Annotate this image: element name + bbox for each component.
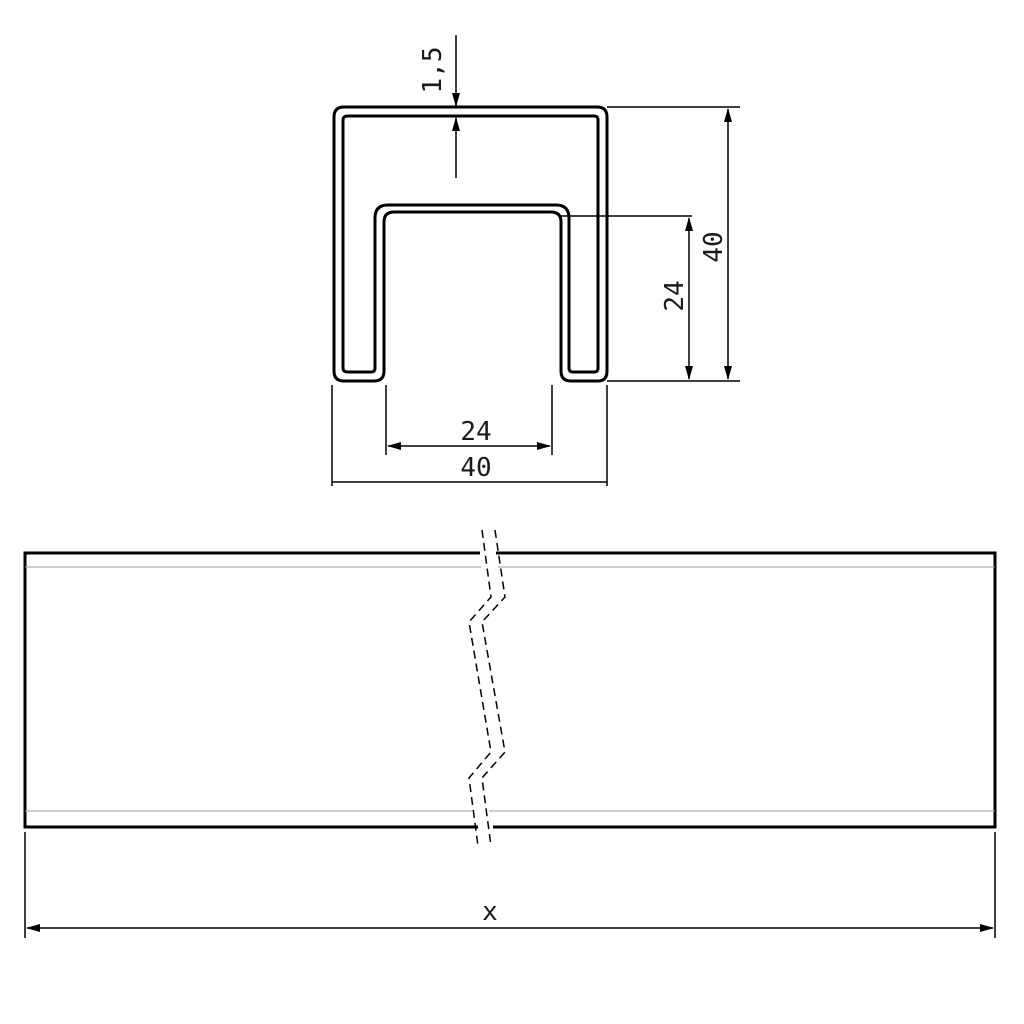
width-dimensions xyxy=(331,385,608,486)
bar-left-outline xyxy=(23,551,480,829)
bar-right-outline xyxy=(493,551,997,829)
break-line-left xyxy=(468,529,492,847)
length-label: x xyxy=(482,897,498,927)
outer-width-label: 40 xyxy=(460,453,491,483)
thickness-label: 1,5 xyxy=(418,47,448,94)
profile-outer-contour xyxy=(332,105,609,383)
length-view xyxy=(23,529,997,847)
height-dimensions xyxy=(561,106,740,382)
u-profile-section xyxy=(332,105,609,383)
profile-inner-contour xyxy=(341,114,600,374)
inner-width-label: 24 xyxy=(460,417,491,447)
length-dimension xyxy=(24,832,996,938)
inner-height-label: 24 xyxy=(660,280,690,311)
break-line-right xyxy=(481,529,506,847)
outer-height-label: 40 xyxy=(699,231,729,262)
